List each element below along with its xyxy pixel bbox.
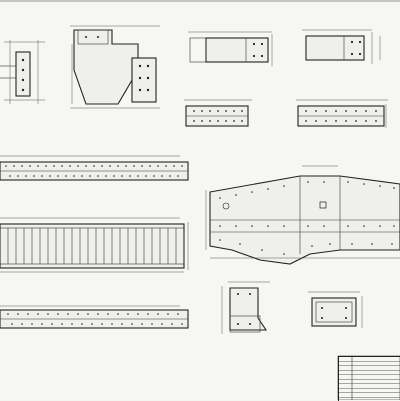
title-block bbox=[338, 356, 400, 401]
part-stringer-bottom bbox=[0, 305, 189, 329]
part-top-left-bracket bbox=[0, 40, 45, 104]
part-gusset-bracket bbox=[70, 25, 160, 109]
part-bottom-right-fitting bbox=[308, 291, 363, 328]
part-splice-plate-right bbox=[296, 99, 388, 128]
part-top-center-fitting bbox=[188, 31, 273, 66]
part-stringer-top bbox=[0, 155, 189, 181]
part-spar-beam bbox=[205, 165, 400, 265]
part-splice-plate-left bbox=[184, 99, 252, 127]
part-angle-bracket bbox=[221, 281, 270, 334]
part-ribbed-panel bbox=[0, 217, 189, 273]
part-top-right-fitting bbox=[302, 29, 381, 64]
